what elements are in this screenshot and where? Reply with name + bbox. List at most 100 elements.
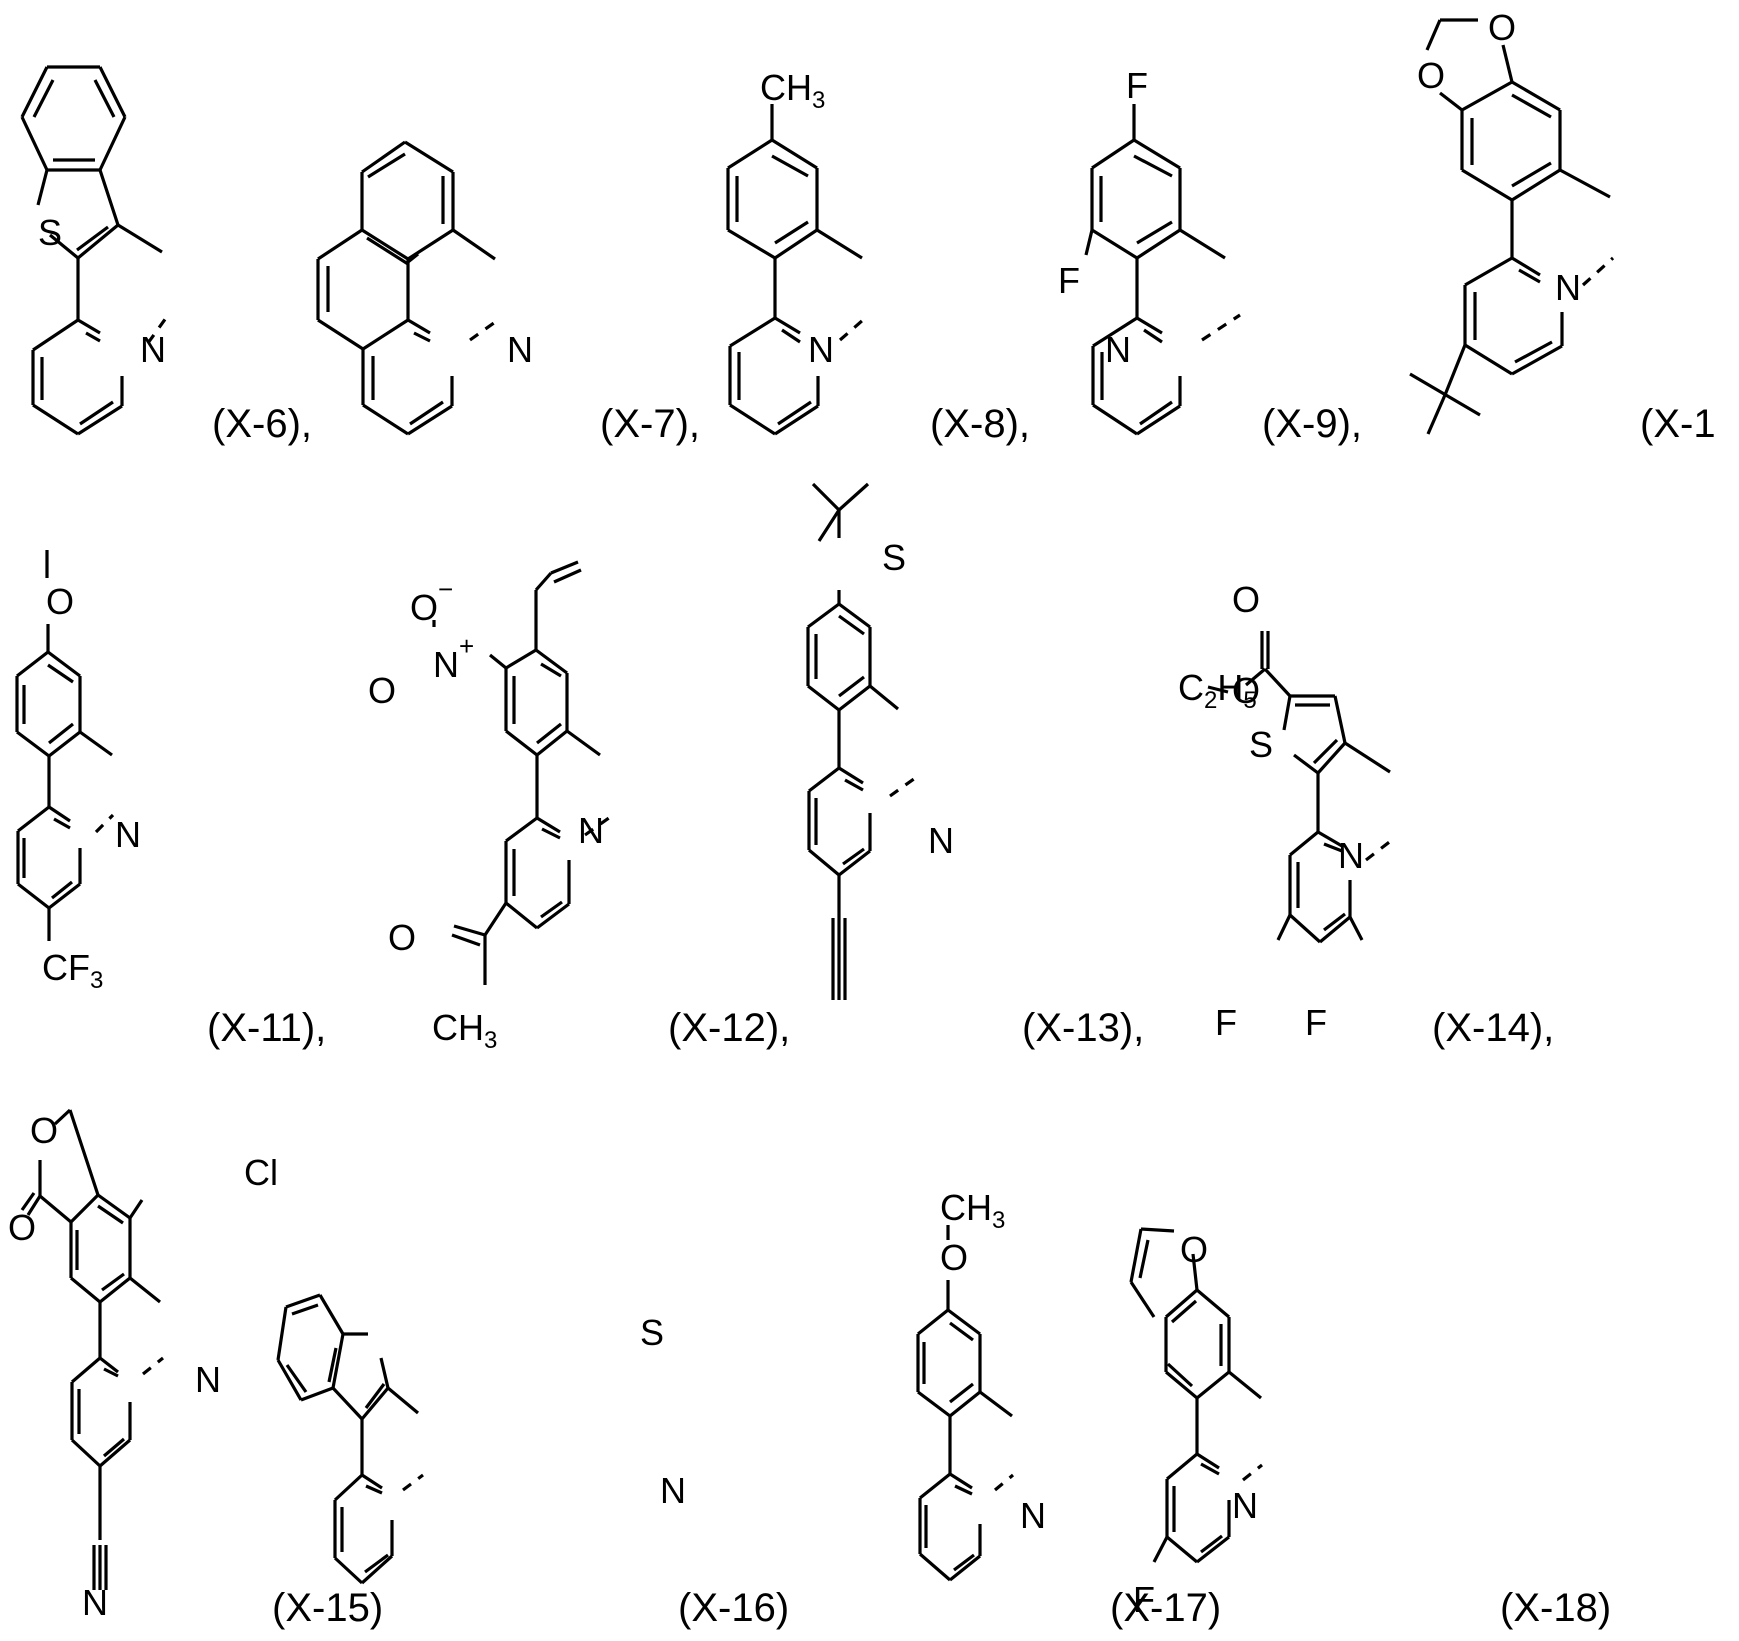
bond-line <box>838 675 865 698</box>
bond-line <box>1164 1288 1199 1319</box>
atom-label: F <box>1126 65 1148 106</box>
bond-line <box>1170 1299 1198 1324</box>
bond-line <box>771 154 809 178</box>
bond-line <box>949 1554 981 1582</box>
bond-line <box>128 1199 144 1219</box>
bond-line <box>1138 1239 1150 1279</box>
bond-line <box>407 318 431 335</box>
bond-line <box>1511 161 1552 188</box>
bond-line <box>1288 913 1322 944</box>
bond-line <box>505 729 538 757</box>
compound-label-x-13: (X-13), <box>1022 1006 1145 1050</box>
bond-line <box>781 328 801 344</box>
atom-label: C2H5 <box>1178 667 1257 714</box>
bond-line <box>1293 753 1319 775</box>
atom-label: N <box>82 1582 108 1623</box>
bond-line <box>919 1472 951 1500</box>
bond-line <box>1136 220 1173 245</box>
bond-line <box>868 684 900 711</box>
atom-label: N <box>1232 1485 1258 1526</box>
atom-label: N <box>1020 1495 1046 1536</box>
atom-label: O <box>1417 55 1445 96</box>
coordination-bond-dashed <box>1365 838 1393 862</box>
coordination-bond-dashed <box>142 1356 164 1376</box>
bond-line <box>291 1303 319 1316</box>
bond-line <box>361 140 406 174</box>
atom-label: N <box>115 814 141 855</box>
bond-line <box>48 233 80 260</box>
bond-line <box>1323 842 1343 853</box>
bond-line <box>808 766 840 793</box>
bond-line <box>407 252 419 264</box>
bond-line <box>838 602 871 629</box>
coordination-bond-dashed <box>1581 256 1615 287</box>
bond-line <box>365 1484 383 1495</box>
bond-line <box>69 1276 102 1304</box>
bond-line <box>777 400 812 426</box>
bond-line <box>97 1204 124 1225</box>
bond-line <box>536 816 561 834</box>
atom-label: O <box>1488 7 1516 48</box>
bond-line <box>93 79 116 118</box>
bond-line <box>917 1308 949 1336</box>
bond-line <box>17 805 50 833</box>
atom-label: F <box>1133 1579 1155 1620</box>
bond-line <box>331 1386 364 1421</box>
bond-line <box>536 722 562 745</box>
atom-label: N <box>578 810 604 851</box>
bond-line <box>1439 91 1463 112</box>
structure-x-7: N <box>316 140 533 436</box>
coordination-bond-dashed <box>584 813 614 837</box>
bond-line <box>1129 1228 1143 1283</box>
bond-line <box>1195 1370 1231 1400</box>
bond-line <box>98 1438 132 1468</box>
compound-label-x-7: (X-7), <box>600 402 700 446</box>
atom-label: N <box>928 820 954 861</box>
bond-line <box>838 766 864 785</box>
bond-line <box>1464 343 1513 376</box>
bond-line <box>838 849 871 877</box>
compound-label-x-17: (X-17) <box>1110 1586 1222 1630</box>
bond-line <box>1136 404 1181 436</box>
atom-label: O <box>940 1237 968 1278</box>
bond-line <box>453 924 486 937</box>
bond-line <box>77 318 101 335</box>
bond-line <box>774 220 809 245</box>
bond-line <box>1136 316 1163 335</box>
atom-label: S <box>640 1312 664 1353</box>
bond-line <box>550 560 579 575</box>
bond-line <box>1461 80 1513 112</box>
bond-line <box>1276 914 1292 941</box>
bond-line <box>48 722 74 745</box>
compound-label-x-6: (X-6), <box>212 402 312 446</box>
atom-label: O− <box>410 574 453 628</box>
bond-line <box>505 648 537 670</box>
atom-label: F <box>1305 1002 1327 1043</box>
bond-line <box>949 1390 981 1418</box>
compound-label-x-12: (X-12), <box>668 1006 791 1050</box>
bond-line <box>17 882 50 910</box>
bond-line <box>366 236 409 266</box>
bond-line <box>1200 1462 1220 1476</box>
bond-line <box>331 1333 345 1389</box>
bond-line <box>1511 344 1563 376</box>
bond-line <box>53 1108 72 1126</box>
bond-line <box>1092 403 1138 436</box>
compound-label-x-11: (X-11), <box>207 1006 327 1050</box>
bond-line <box>38 1194 73 1224</box>
atom-label: N <box>808 329 834 370</box>
coordination-bond-dashed <box>993 1473 1015 1492</box>
structure-x-10: OON <box>1409 7 1615 435</box>
compound-label-x-16: (X-16) <box>678 1586 790 1630</box>
bond-line <box>409 400 444 426</box>
bond-line <box>979 1390 1013 1418</box>
bond-line <box>535 648 568 675</box>
bond-line <box>1333 695 1347 744</box>
atom-label: S <box>38 212 62 253</box>
bond-line <box>1282 695 1292 731</box>
atom-label: O <box>368 670 396 711</box>
atom-label: S <box>1249 724 1273 765</box>
bond-line <box>541 827 561 840</box>
